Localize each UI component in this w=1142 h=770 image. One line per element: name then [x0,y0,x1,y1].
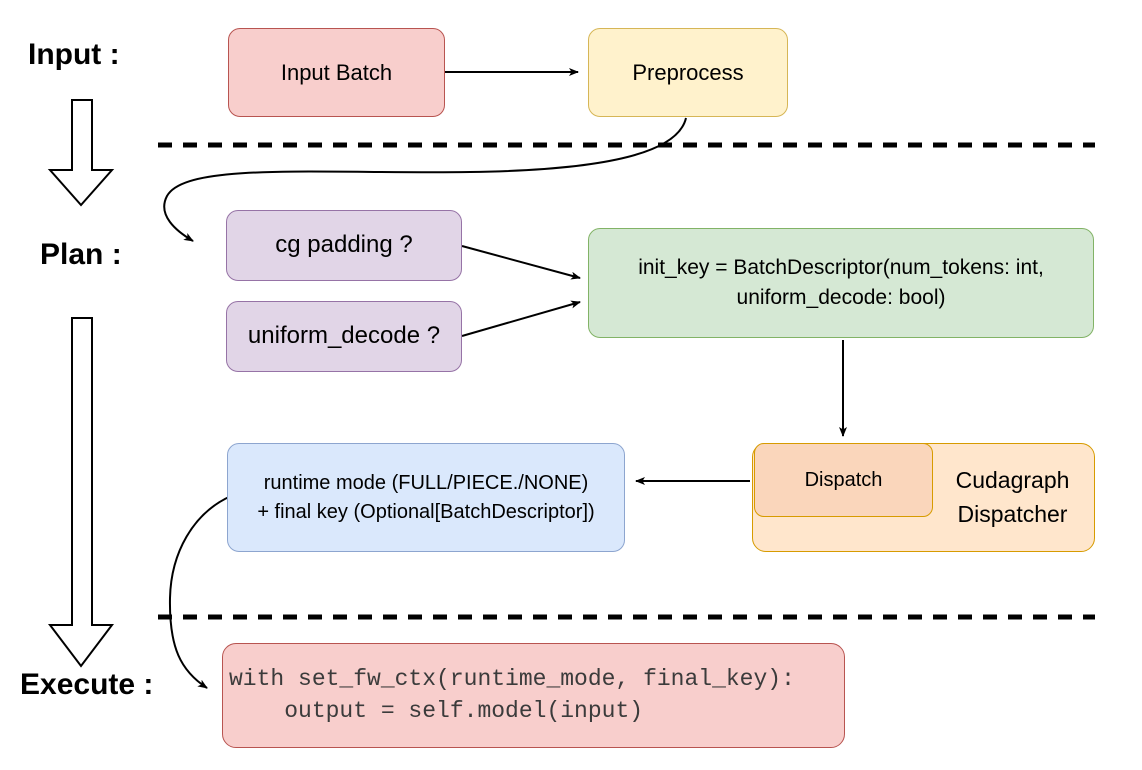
stage-arrow-plan-to-execute-icon [47,317,115,668]
preprocess-label: Preprocess [632,59,744,85]
execute-code-node: with set_fw_ctx(runtime_mode, final_key)… [222,643,845,748]
uniform-decode-node: uniform_decode ? [226,301,462,372]
arrow-uniformdecode-to-initkey [461,300,581,337]
arrow-preprocess-to-cgpadding [163,117,687,242]
init-key-line1: init_key = BatchDescriptor(num_tokens: i… [638,255,1044,279]
cudagraph-dispatcher-label: Cudagraph Dispatcher [935,443,1090,552]
cg-padding-node: cg padding ? [226,210,462,281]
dispatch-node: Dispatch [754,443,933,517]
execute-code-line1: with set_fw_ctx(runtime_mode, final_key)… [229,666,795,693]
dispatch-label: Dispatch [804,468,883,491]
runtime-mode-node: runtime mode (FULL/PIECE./NONE) + final … [227,443,625,552]
execute-stage-label: Execute : [20,668,154,701]
arrow-cgpadding-to-initkey [461,245,581,280]
arrow-runtime-to-executecode [168,495,232,689]
cudagraph-dispatcher-line1: Cudagraph [955,467,1070,494]
preprocess-node: Preprocess [588,28,788,117]
cg-padding-label: cg padding ? [275,231,413,259]
runtime-mode-line1: runtime mode (FULL/PIECE./NONE) [263,471,589,494]
stage-arrow-input-to-plan-icon [47,99,115,207]
uniform-decode-label: uniform_decode ? [247,322,441,350]
init-key-line2: uniform_decode: bool) [736,286,946,309]
input-batch-node: Input Batch [228,28,445,117]
init-key-node: init_key = BatchDescriptor(num_tokens: i… [588,228,1094,338]
cudagraph-dispatcher-line2: Dispatcher [957,500,1068,527]
plan-stage-label: Plan : [40,238,122,271]
runtime-mode-line2: + final key (Optional[BatchDescriptor]) [257,500,595,523]
input-stage-label: Input : [28,38,120,71]
input-batch-label: Input Batch [280,59,393,85]
execute-code-line2: output = self.model(input) [229,697,644,724]
